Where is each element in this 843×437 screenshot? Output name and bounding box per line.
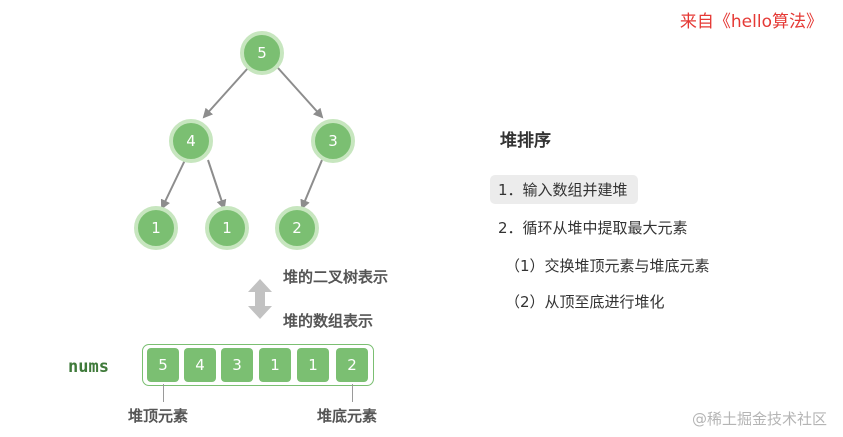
tree-node: 2	[275, 206, 319, 250]
array-cell: 3	[221, 348, 253, 382]
tree-node-label: 4	[186, 132, 196, 150]
tree-node: 1	[134, 206, 178, 250]
tree-node: 3	[311, 119, 355, 163]
tree-node-label: 1	[151, 219, 161, 237]
edge-5-4	[202, 67, 249, 119]
array-cell: 4	[184, 348, 216, 382]
double-arrow-vertical-icon	[248, 279, 272, 319]
step-2-extract-max: 2．循环从堆中提取最大元素	[498, 219, 688, 237]
heap-bottom-label: 堆底元素	[317, 407, 378, 425]
array-cell: 5	[147, 348, 179, 382]
tree-node: 5	[240, 31, 284, 75]
source-tag: 来自《hello算法》	[679, 12, 823, 32]
heap-bottom-pointer	[352, 384, 353, 402]
tree-node: 4	[169, 119, 213, 163]
array-cell: 1	[259, 348, 291, 382]
tree-node-label: 2	[292, 219, 302, 237]
heap-top-label: 堆顶元素	[128, 407, 189, 425]
array-name-label: nums	[68, 357, 109, 377]
edge-4-1a	[160, 159, 186, 210]
tree-node-label: 1	[222, 219, 232, 237]
array-container	[142, 344, 374, 386]
array-cell: 2	[336, 348, 368, 382]
array-cell: 1	[297, 348, 329, 382]
tree-representation-label: 堆的二叉树表示	[283, 268, 389, 286]
heap-top-pointer	[163, 384, 164, 402]
edge-4-1b	[207, 159, 227, 210]
watermark: @稀土掘金技术社区	[691, 410, 827, 428]
tree-node-label: 3	[328, 132, 338, 150]
edge-5-3	[277, 67, 324, 119]
edge-3-2	[300, 159, 323, 210]
tree-node-label: 5	[257, 44, 267, 62]
step-1-build-heap: 1．输入数组并建堆	[490, 175, 638, 204]
tree-node: 1	[205, 206, 249, 250]
array-representation-label: 堆的数组表示	[283, 312, 374, 330]
step-2-2-heapify: （2）从顶至底进行堆化	[505, 293, 665, 311]
panel-title: 堆排序	[500, 131, 551, 151]
step-2-1-swap: （1）交换堆顶元素与堆底元素	[505, 257, 710, 275]
